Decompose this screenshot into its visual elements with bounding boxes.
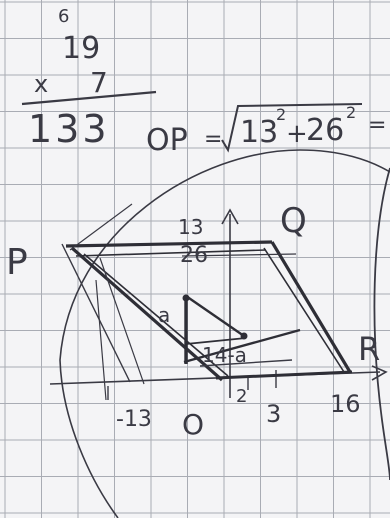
point-dot-right <box>240 332 248 340</box>
formula-equals: = <box>204 127 222 152</box>
triangle-base <box>185 337 247 345</box>
triangle-slant <box>183 328 301 364</box>
edge-PQ-stroke2 <box>75 249 267 257</box>
parallelogram <box>61 203 353 401</box>
sum-line <box>21 90 157 106</box>
label-x3: 3 <box>266 400 281 428</box>
figure-labels: P Q R O 13 26 a 14-a -13 2 3 16 <box>6 201 380 441</box>
triangle-hypotenuse <box>185 295 245 337</box>
label-x2: 2 <box>236 386 247 407</box>
multiplication-work: 6 19 x 7 133 <box>21 6 157 151</box>
point-dot-top <box>182 294 190 302</box>
label-x16: 16 <box>330 390 361 418</box>
formula-exp-a: 2 <box>276 105 286 124</box>
label-P: P <box>6 242 28 283</box>
distance-formula: OP = 13 2 + 26 2 = <box>146 103 386 158</box>
inner-triangle <box>182 294 301 367</box>
construction-line-3 <box>95 279 107 401</box>
formula-plus: + <box>286 119 308 149</box>
label-Q: Q <box>280 201 307 241</box>
edge-QR-stroke2 <box>263 247 345 373</box>
product-result: 133 <box>28 107 110 151</box>
sqrt-sign <box>221 103 363 153</box>
edge-QR <box>270 241 352 373</box>
circle-arc-top <box>59 149 390 361</box>
construction-line-2 <box>99 257 145 385</box>
multiplier: 7 <box>90 66 108 99</box>
multiply-sign: x <box>34 70 48 98</box>
formula-exp-b: 2 <box>346 103 356 122</box>
label-x-neg13: -13 <box>116 407 152 432</box>
circle-arc-right <box>373 167 390 481</box>
construction-line-5 <box>181 253 297 257</box>
y-axis-arrow-icon <box>221 208 239 225</box>
label-y26: 26 <box>180 243 208 268</box>
underline-expr <box>199 359 293 367</box>
label-a: a <box>158 303 170 327</box>
label-expr: 14-a <box>202 343 247 367</box>
label-y13: 13 <box>178 215 203 239</box>
construction-line-1 <box>61 243 131 383</box>
formula-lhs: OP <box>146 123 188 158</box>
formula-term-a: 13 <box>240 115 278 150</box>
multiplicand: 19 <box>62 31 100 66</box>
x-axis-arrow-icon <box>371 365 388 381</box>
label-R: R <box>358 330 380 368</box>
formula-trailing-equals: = <box>368 113 386 138</box>
circle-arc-left <box>59 359 119 518</box>
construction-line-4 <box>69 203 133 251</box>
formula-term-b: 26 <box>306 113 344 148</box>
label-O: O <box>182 408 204 441</box>
carry-digit: 6 <box>58 6 69 27</box>
edge-OR <box>215 370 353 380</box>
edge-PQ <box>65 240 273 248</box>
